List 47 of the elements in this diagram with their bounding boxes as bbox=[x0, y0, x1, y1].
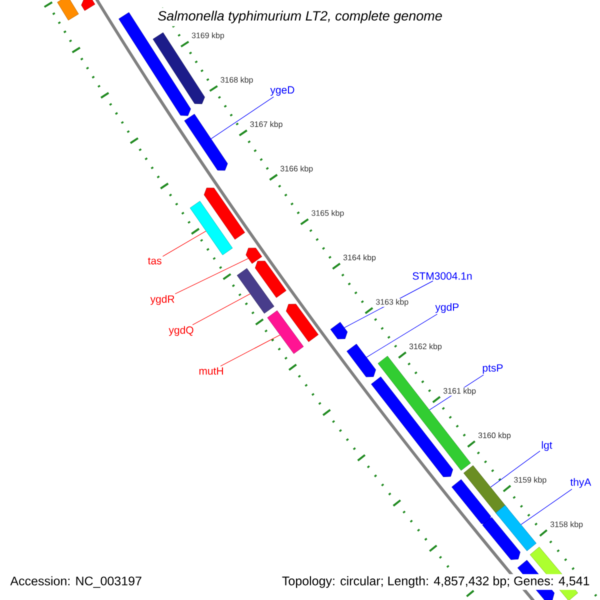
footer-text: Topology: circular; Length: 4,857,432 bp; Genes: 4,541 bbox=[280, 574, 592, 590]
gene-block bbox=[286, 304, 318, 342]
gene-block bbox=[246, 248, 262, 264]
leader-line bbox=[192, 294, 250, 326]
gene-block bbox=[452, 479, 491, 524]
gene-block bbox=[330, 322, 348, 340]
footer-text: Accession: NC_003197 bbox=[10, 576, 142, 588]
leader-line bbox=[520, 488, 572, 525]
gene-label: ptsP bbox=[482, 364, 503, 374]
title: Salmonella typhimurium LT2, complete genome bbox=[154, 8, 446, 26]
gene-block bbox=[267, 310, 304, 354]
gene-label: mutH bbox=[199, 367, 223, 375]
gene-block bbox=[496, 505, 536, 552]
gene-label: thyA bbox=[570, 478, 592, 488]
leader-line bbox=[220, 334, 280, 366]
scale-label: 3165 kbp bbox=[310, 210, 345, 218]
scale-label: 3160 kbp bbox=[478, 432, 512, 440]
leader-line bbox=[210, 96, 274, 139]
gene-block bbox=[482, 517, 520, 560]
scale-label: 3164 kbp bbox=[342, 254, 376, 262]
gene-label: tas bbox=[148, 258, 162, 264]
gene-block bbox=[190, 200, 233, 256]
gene-block bbox=[236, 268, 274, 314]
gene-block bbox=[204, 188, 245, 240]
scale-label: 3159 kbp bbox=[513, 476, 548, 485]
scale-label: 3166 kbp bbox=[280, 165, 314, 174]
gene-block bbox=[346, 344, 376, 378]
gene-label: lgt bbox=[542, 441, 552, 451]
scale-label: 3169 kbp bbox=[191, 32, 225, 40]
scale-label: 3168 kbp bbox=[220, 76, 254, 85]
leader-line bbox=[162, 230, 206, 257]
scale-label: 3163 kbp bbox=[375, 298, 410, 307]
gene-label: ygdR bbox=[150, 295, 174, 305]
gene-label: STM3004.1n bbox=[412, 272, 472, 280]
scale-label: 3167 kbp bbox=[249, 120, 284, 130]
gene-label: ygdQ bbox=[168, 326, 194, 336]
gene-block bbox=[255, 260, 286, 298]
gene-label: ygdP bbox=[435, 303, 459, 313]
leader-line bbox=[490, 450, 540, 488]
gene-block bbox=[81, 0, 96, 11]
gene-label: ygeD bbox=[270, 86, 294, 96]
scale-label: 3161 kbp bbox=[442, 387, 477, 396]
scale-label: 3158 kbp bbox=[550, 520, 584, 530]
gene-block bbox=[57, 0, 79, 20]
gene-block bbox=[184, 114, 228, 171]
leader-line bbox=[174, 258, 249, 294]
leader-line bbox=[366, 314, 438, 358]
